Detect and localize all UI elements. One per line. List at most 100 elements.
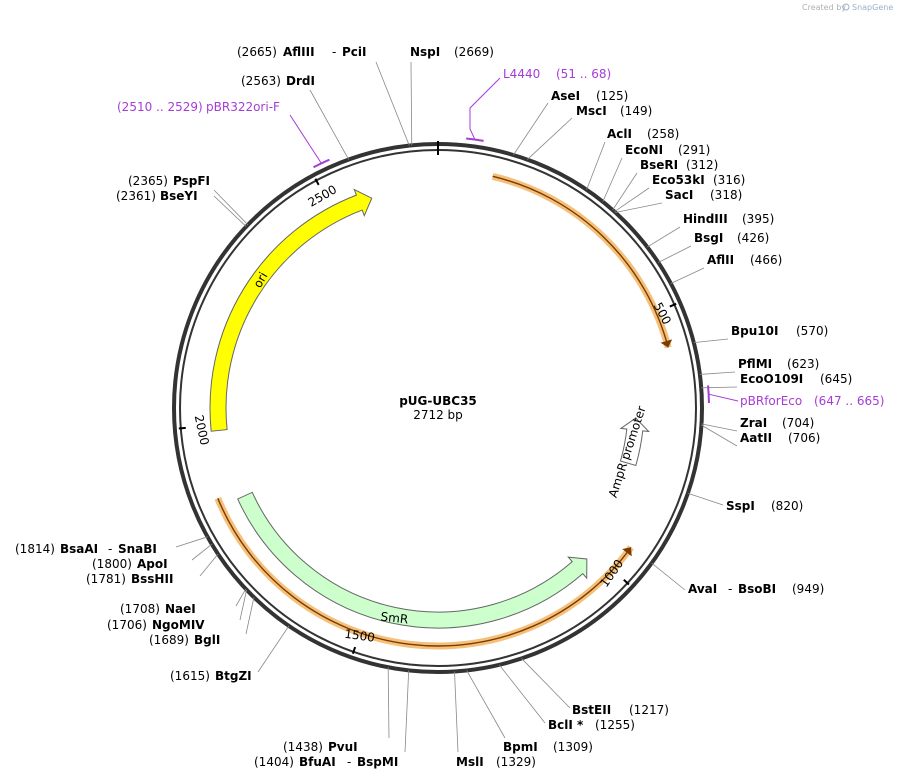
site-name-bpmI: BpmI <box>503 740 538 754</box>
site-leader-line <box>245 597 255 635</box>
site-leader-line <box>602 157 623 202</box>
site-leader-line <box>235 588 247 607</box>
site-pos-bclI: (1255) <box>595 718 635 732</box>
site-pos-aflII: (466) <box>750 253 782 267</box>
site-leader-line <box>658 245 692 263</box>
tick-mark <box>623 578 630 586</box>
site-leader-line <box>527 117 573 160</box>
site-name-pvuI: PvuI <box>328 740 358 754</box>
site-name-pspFI: PspFI <box>173 174 210 188</box>
site-pos-aflIII: (2665) <box>237 45 277 59</box>
site-name-ecoO109I: EcoO109I <box>740 372 803 386</box>
site-name-ngoMIV: NgoMIV <box>152 618 205 632</box>
primer-l4440-range: (51 .. 68) <box>556 67 611 81</box>
site-name-bseYI: BseYI <box>160 189 198 203</box>
site-pos-hindIII: (395) <box>742 212 774 226</box>
site-leader-line <box>239 589 248 621</box>
site-leader-line <box>521 658 571 709</box>
site-name-hindIII: HindIII <box>683 212 728 226</box>
site-leader-line <box>375 61 410 146</box>
site-pos-bssHII: (1781) <box>86 572 126 586</box>
site-pos-bglI: (1689) <box>149 633 189 647</box>
site-leader-line <box>513 102 549 156</box>
site-name-mslI: MslI <box>456 755 484 769</box>
site-pos-bpu10I: (570) <box>796 324 828 338</box>
site-name-aclI: AclI <box>607 127 632 141</box>
site-pos-eco53kI: (316) <box>713 173 745 187</box>
site-leader-line <box>213 189 249 226</box>
site-name-bglI: BglI <box>194 633 220 647</box>
site-sep-bfuAI: - <box>347 755 351 769</box>
site-leader-line <box>387 667 390 739</box>
site-sep-bsaAI: - <box>108 542 112 556</box>
site-leader-line <box>651 562 686 591</box>
primer-leader-line <box>469 77 501 140</box>
site-sep-avaI: - <box>728 582 732 596</box>
site-pos-bsgI: (426) <box>737 231 769 245</box>
feature-smr <box>237 491 588 629</box>
site-name-bpu10I: Bpu10I <box>731 324 778 338</box>
site-name-apoI: ApoI <box>137 557 168 571</box>
primer-pbr322ori-range: (2510 .. 2529) <box>117 100 203 114</box>
tick-mark <box>669 302 677 308</box>
site-name-bseRI: BseRI <box>640 158 678 172</box>
primer-binding-mark <box>466 137 484 142</box>
feature-label-ampr-promoter: AmpR promoter <box>606 404 649 499</box>
site-leader-line <box>498 664 546 724</box>
site-name2-bsoBI: BsoBI <box>738 582 776 596</box>
site-leader-line <box>647 226 681 248</box>
site-leader-line <box>615 202 663 213</box>
site-pos-apoI: (1800) <box>92 557 132 571</box>
site-leader-line <box>309 89 350 160</box>
site-pos-bfuAI: (1404) <box>254 755 294 769</box>
plasmid-name: pUG-UBC35 <box>399 394 477 408</box>
feature-ampr-line <box>492 175 669 348</box>
tick-label: 1500 <box>344 627 376 645</box>
credit-brand: SnapGene <box>852 3 893 12</box>
site-leader-line <box>410 61 413 146</box>
feature-smr-outer-line <box>217 498 632 647</box>
site-name-zraI: ZraI <box>740 416 767 430</box>
site-name2-pciI: PciI <box>342 45 367 59</box>
site-pos-aclI: (258) <box>647 127 679 141</box>
site-leader-line <box>701 386 738 389</box>
site-name-aflII: AflII <box>707 253 734 267</box>
site-pos-pspFI: (2365) <box>128 174 168 188</box>
site-pos-ecoNI: (291) <box>678 143 710 157</box>
site-pos-aatII: (706) <box>788 431 820 445</box>
site-leader-line <box>699 371 736 375</box>
site-name-eco53kI: Eco53kI <box>652 173 705 187</box>
site-name-bstEII: BstEII <box>572 703 611 717</box>
site-name2-bspMI: BspMI <box>357 755 398 769</box>
site-pos-naeI: (1708) <box>120 602 160 616</box>
site-name-mscI: MscI <box>576 104 607 118</box>
site-pos-bseRI: (312) <box>686 158 718 172</box>
features-layer <box>209 172 673 650</box>
site-leader-line <box>586 141 606 190</box>
site-name-bfuAI: BfuAI <box>299 755 336 769</box>
site-pos-bseYI: (2361) <box>116 189 156 203</box>
leaders-layer <box>175 61 739 753</box>
site-name-nspI: NspI <box>410 45 440 59</box>
site-leader-line <box>175 536 208 548</box>
feature-label-smr: SmR <box>380 610 409 627</box>
primer-leader-line <box>708 393 739 402</box>
site-name-bsaAI: BsaAI <box>60 542 98 556</box>
site-name-aflIII: AflIII <box>283 45 315 59</box>
tick-mark <box>351 646 357 654</box>
site-name-naeI: NaeI <box>165 602 196 616</box>
site-leader-line <box>466 670 506 739</box>
site-pos-ecoO109I: (645) <box>820 372 852 386</box>
site-leader-line <box>701 423 738 432</box>
site-leader-line <box>687 492 724 506</box>
plasmid-length: 2712 bp <box>413 408 463 422</box>
site-pos-zraI: (704) <box>782 416 814 430</box>
site-leader-line <box>257 625 290 673</box>
site-pos-mscI: (149) <box>620 104 652 118</box>
tick-mark <box>314 178 320 186</box>
primer-pbr322ori-name: pBR322ori-F <box>206 100 280 114</box>
site-leader-line <box>404 670 410 753</box>
site-leader-line <box>701 424 738 447</box>
